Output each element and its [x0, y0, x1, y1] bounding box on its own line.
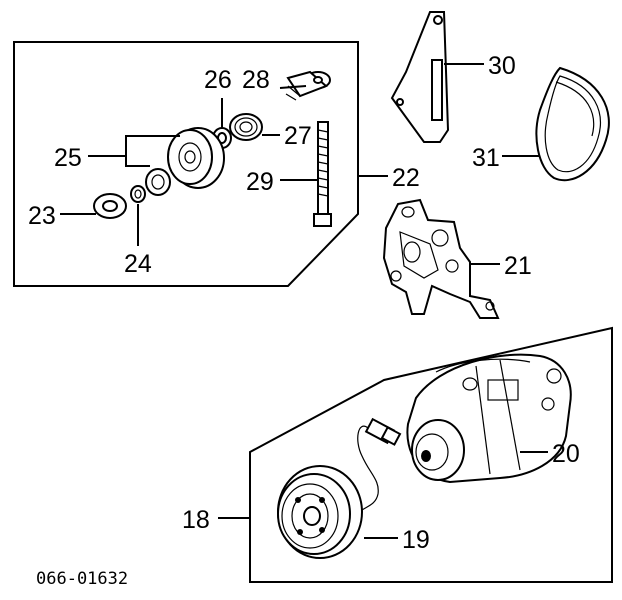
part-31-drive-belt [535, 66, 610, 182]
callout-21: 21 [504, 252, 532, 280]
part-25-bearing [145, 168, 171, 196]
part-27-cover [229, 113, 263, 141]
part-30-bracket [390, 11, 450, 143]
part-24-washer [130, 185, 146, 203]
part-19-clutch-pulley [277, 465, 363, 559]
part-18-clutch-wire [357, 417, 402, 511]
compressor-clutch-group-box [249, 326, 613, 583]
callout-28: 28 [242, 66, 270, 94]
part-20-compressor [406, 353, 572, 484]
callout-26: 26 [204, 66, 232, 94]
part-25-idler-pulley [167, 127, 225, 189]
idler-pulley-group-box [13, 41, 359, 287]
callout-29: 29 [246, 168, 274, 196]
callout-31: 31 [472, 144, 500, 172]
callout-18: 18 [182, 506, 210, 534]
callout-25: 25 [54, 144, 82, 172]
diagram-code: 066-01632 [36, 569, 128, 589]
callout-24: 24 [124, 250, 152, 278]
part-28-stud [285, 70, 331, 101]
part-23-washer [93, 193, 127, 219]
part-29-bolt [313, 121, 332, 227]
callout-27: 27 [284, 122, 312, 150]
part-21-mounting-bracket [382, 198, 500, 319]
callout-20: 20 [552, 440, 580, 468]
callout-30: 30 [488, 52, 516, 80]
callout-22: 22 [392, 164, 420, 192]
callout-23: 23 [28, 202, 56, 230]
callout-19: 19 [402, 526, 430, 554]
